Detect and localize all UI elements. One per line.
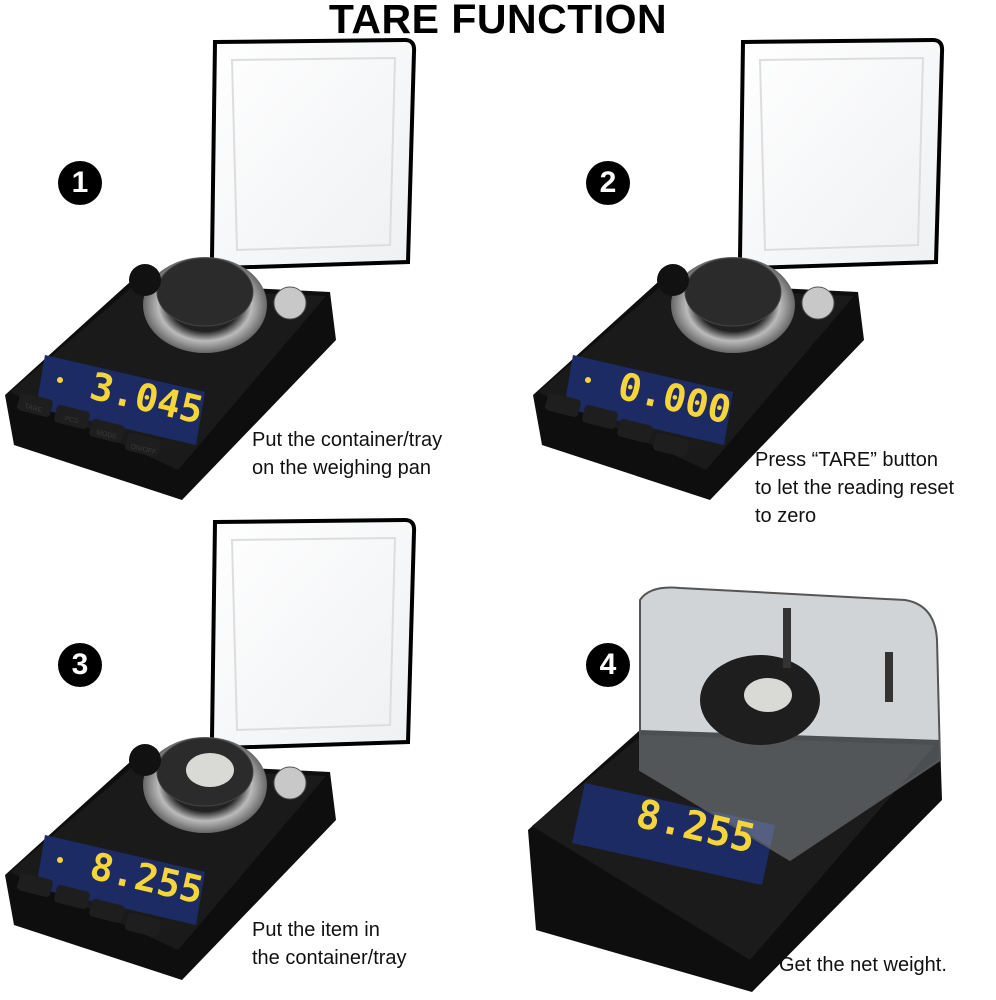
caption-step-2: Press “TARE” button to let the reading r…	[755, 446, 954, 530]
step-number-4: 4	[586, 643, 630, 687]
mode-button[interactable]: MODE	[96, 429, 118, 441]
step-number-2: 2	[586, 161, 630, 205]
caption-line: Press “TARE” button	[755, 449, 939, 471]
step-number-3: 3	[58, 643, 102, 687]
caption-line: Get the net weight.	[779, 954, 947, 976]
caption-line: Put the container/tray	[252, 429, 443, 451]
caption-line: on the weighing pan	[252, 457, 432, 479]
tare-button[interactable]: TARE	[24, 403, 44, 414]
caption-line: the container/tray	[252, 947, 407, 969]
caption-step-3: Put the item in the container/tray	[252, 916, 407, 972]
scale-step-3	[3, 518, 417, 982]
scale-step-4	[528, 586, 942, 992]
caption-line: to zero	[755, 505, 817, 527]
caption-line: Put the item in	[252, 919, 380, 941]
step-number-1: 1	[58, 161, 102, 205]
caption-line: to let the reading reset	[755, 477, 955, 499]
page-title: TARE FUNCTION	[328, 0, 668, 42]
scale-step-2	[531, 38, 945, 502]
caption-step-4: Get the net weight.	[779, 951, 947, 979]
powder-pile	[186, 753, 234, 787]
caption-step-1: Put the container/tray on the weighing p…	[252, 426, 442, 482]
pcs-button[interactable]: PCS	[64, 415, 80, 425]
